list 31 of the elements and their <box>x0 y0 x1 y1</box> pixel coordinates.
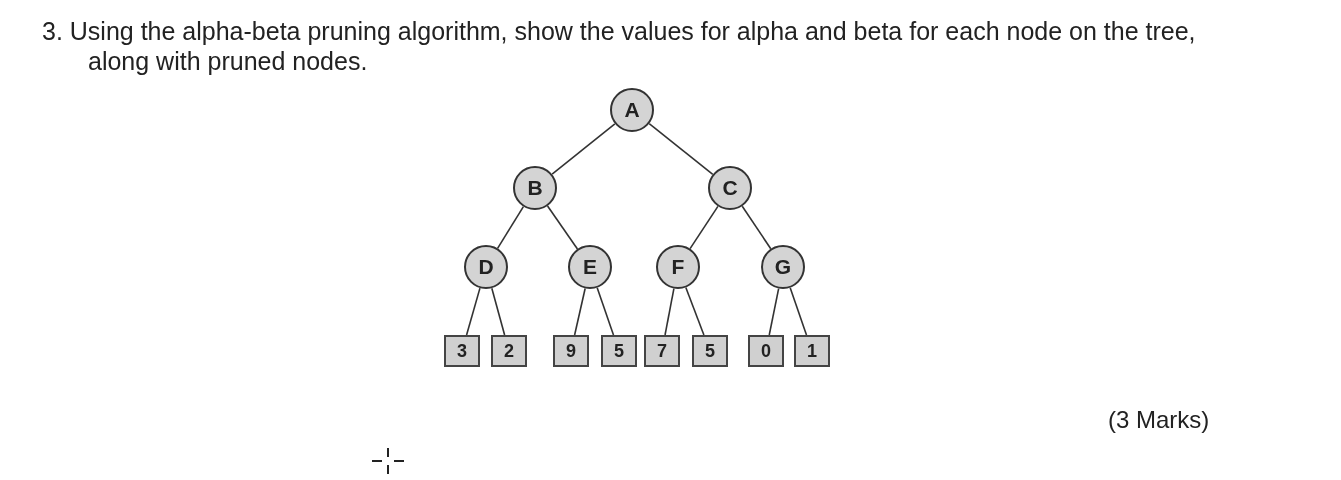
tree-node-circle: C <box>708 166 752 210</box>
tree-edge <box>789 287 808 336</box>
tree-edge <box>685 286 705 336</box>
tree-edge <box>573 287 586 336</box>
leaf-value-box: 2 <box>491 335 527 367</box>
tree-edge <box>741 205 772 250</box>
question-text: 3. Using the alpha-beta pruning algorithm, show the values for alpha and beta for each node on the tree, along with pruned nodes. <box>42 16 1197 76</box>
tree-node-circle: D <box>464 245 508 289</box>
tree-node-circle: A <box>610 88 654 132</box>
tree-node-circle: E <box>568 245 612 289</box>
tree-edge <box>664 287 675 336</box>
marks-note: (3 Marks) <box>1108 406 1210 434</box>
tree-edge <box>648 122 714 176</box>
leaf-value-box: 0 <box>748 335 784 367</box>
tree-node-circle: F <box>656 245 700 289</box>
tree-node-circle: B <box>513 166 557 210</box>
leaf-value-box: 3 <box>444 335 480 367</box>
tree-edge <box>546 205 579 250</box>
tree-edge <box>465 287 481 336</box>
leaf-value-box: 9 <box>553 335 589 367</box>
tree-edge <box>496 205 525 250</box>
tree-node-circle: G <box>761 245 805 289</box>
tree-edge <box>491 287 506 336</box>
leaf-value-box: 5 <box>692 335 728 367</box>
tree-edge <box>689 205 719 250</box>
leaf-value-box: 1 <box>794 335 830 367</box>
tree-edge <box>596 287 615 336</box>
leaf-value-box: 5 <box>601 335 637 367</box>
tree-edge <box>768 287 780 336</box>
leaf-value-box: 7 <box>644 335 680 367</box>
tree-edge <box>551 123 616 175</box>
